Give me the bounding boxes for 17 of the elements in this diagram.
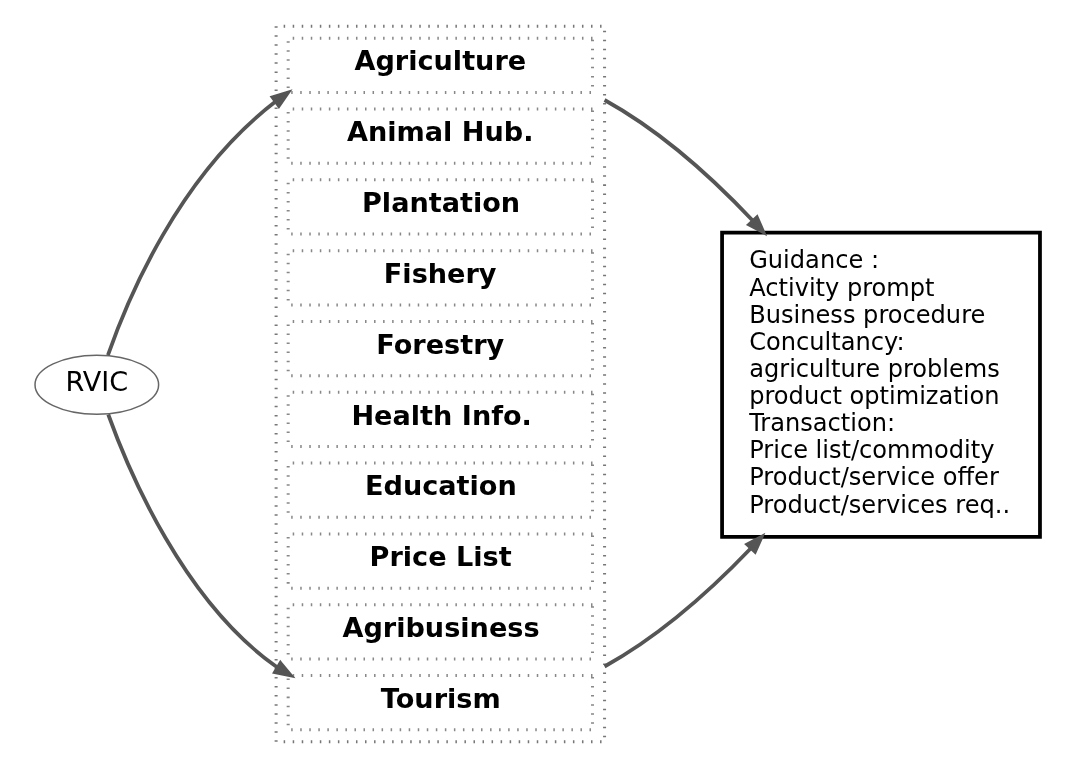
node-box: Health Info. xyxy=(286,390,594,449)
node-box: Price List xyxy=(286,532,594,590)
node-box: Education xyxy=(286,461,594,519)
node-box: Fishery xyxy=(286,249,594,307)
arrow xyxy=(603,98,767,237)
node-box: Agriculture xyxy=(286,36,594,94)
node-box: Forestry xyxy=(286,319,594,378)
cluster xyxy=(274,24,606,744)
arrow xyxy=(603,532,765,669)
node-box: Plantation xyxy=(286,178,594,236)
node-box: Tourism xyxy=(286,674,594,732)
node-box: Agribusiness xyxy=(286,603,594,661)
node-box: Guidance : Activity prompt Business procedure Concultancy: agriculture problems product optimization Transaction: Price list/commodity Product/service offer Product/services req.. xyxy=(719,230,1042,539)
arrow xyxy=(105,89,293,356)
arrow xyxy=(106,413,295,679)
node-ellipse: RVIC xyxy=(33,354,159,416)
node-box: Animal Hub. xyxy=(286,107,594,165)
